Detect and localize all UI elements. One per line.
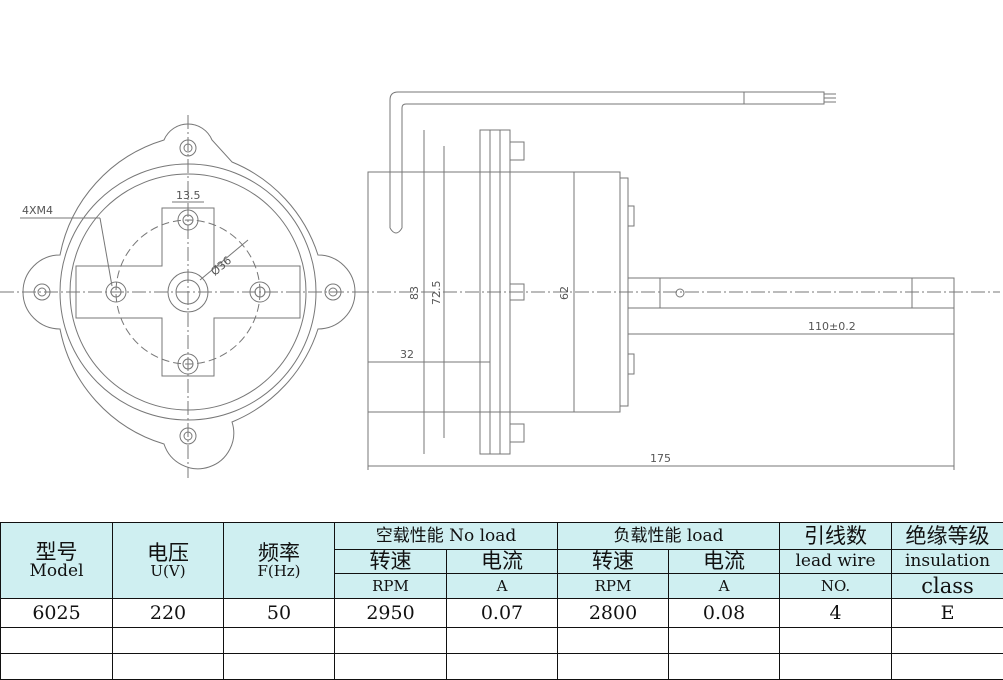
label-83: 83 (408, 286, 421, 300)
header-insulation-en: insulation (891, 549, 1003, 575)
table-row (0, 626, 1003, 654)
cell-load-current: 0.08 (668, 598, 781, 628)
label-32: 32 (400, 348, 414, 361)
cell-noload-rpm: 2950 (334, 598, 447, 628)
cell-model: 6025 (0, 598, 113, 628)
cell-load-rpm: 2800 (557, 598, 670, 628)
header-noload-current: 电流 (445, 549, 559, 575)
label-4xm4: 4XM4 (22, 204, 53, 217)
header-load: 负载性能 load (557, 521, 781, 551)
header-load-current: 电流 (668, 549, 781, 575)
motor-drawing: 4XM4 13.5 Ø36 83 72.5 62 32 110±0.2 175 (0, 91, 1000, 478)
header-voltage: 电压 U(V) (112, 521, 224, 600)
header-leadwire-cn: 引线数 (779, 521, 893, 551)
header-noload-a: A (445, 573, 559, 600)
label-62: 62 (558, 286, 571, 300)
header-frequency: 频率 F(Hz) (223, 521, 335, 600)
label-13-5: 13.5 (176, 189, 201, 202)
cell-noload-current: 0.07 (445, 598, 559, 628)
header-insulation-class: class (891, 573, 1003, 600)
cell-leads: 4 (779, 598, 893, 628)
cell-insulation: E (891, 598, 1003, 628)
header-insulation-cn: 绝缘等级 (891, 521, 1003, 551)
cell-frequency: 50 (223, 598, 335, 628)
table-row: 6025 220 50 2950 0.07 2800 0.08 4 E (0, 598, 1003, 628)
header-model: 型号 Model (0, 521, 113, 600)
header-noload-speed: 转速 (334, 549, 447, 575)
cell-voltage: 220 (112, 598, 224, 628)
header-load-rpm: RPM (557, 573, 670, 600)
label-110: 110±0.2 (808, 320, 856, 333)
header-leadwire-en: lead wire (779, 549, 893, 575)
header-noload: 空载性能 No load (333, 521, 559, 551)
spec-table: 型号 Model 电压 U(V) 频率 F(Hz) 空载性能 No load 负… (0, 521, 1003, 680)
header-load-a: A (668, 573, 781, 600)
label-175: 175 (650, 452, 671, 465)
header-leadwire-no: NO. (779, 573, 893, 600)
header-noload-rpm: RPM (334, 573, 447, 600)
label-72-5: 72.5 (430, 281, 443, 306)
header-load-speed: 转速 (557, 549, 670, 575)
table-row (0, 652, 1003, 680)
label-diameter-36: Ø36 (208, 254, 234, 279)
